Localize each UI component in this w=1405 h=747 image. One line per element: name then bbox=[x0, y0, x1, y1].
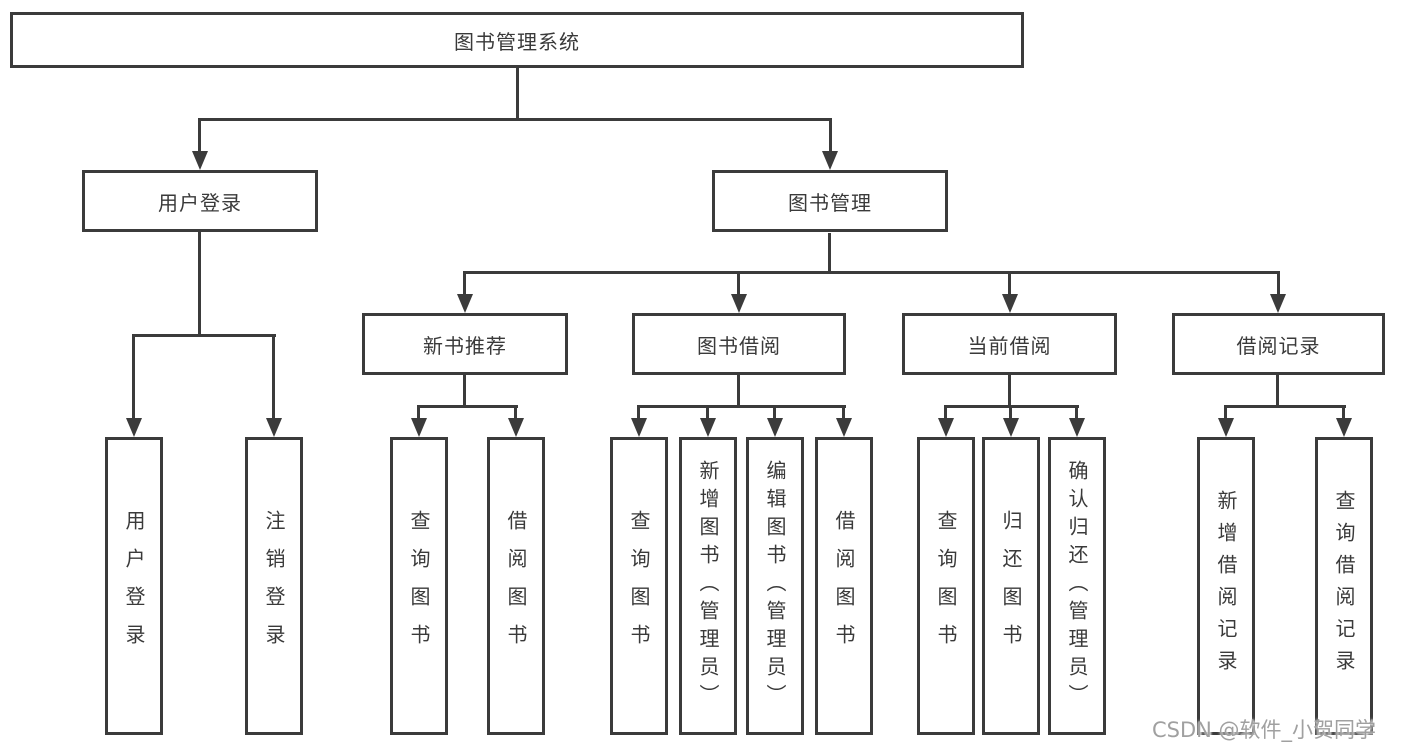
connector-to-user-login bbox=[198, 118, 201, 152]
node-current-borrowing: 当前借阅 bbox=[902, 313, 1117, 375]
arrow-down-icon bbox=[1270, 294, 1286, 313]
arrow-down-icon bbox=[938, 418, 954, 437]
connector-to-book-borrow bbox=[737, 271, 740, 297]
connector-drop bbox=[417, 405, 420, 419]
arrow-down-icon bbox=[731, 294, 747, 313]
arrow-down-icon bbox=[836, 418, 852, 437]
arrow-down-icon bbox=[457, 294, 473, 313]
connector-to-borrow-records bbox=[1277, 271, 1280, 297]
arrow-down-icon bbox=[767, 418, 783, 437]
arrow-down-icon bbox=[631, 418, 647, 437]
connector-user-login-stem bbox=[198, 232, 201, 337]
arrow-down-icon bbox=[1002, 294, 1018, 313]
connector-borrow-records-crossbar bbox=[1224, 405, 1346, 408]
arrow-down-icon bbox=[1336, 418, 1352, 437]
connector-book-mgmt-stem bbox=[828, 233, 831, 273]
arrow-down-icon bbox=[1003, 418, 1019, 437]
arrow-down-icon bbox=[1218, 418, 1234, 437]
connector-drop bbox=[944, 405, 947, 419]
node-leaf-query-books-current: 查询图书 bbox=[917, 437, 975, 735]
connector-to-current-borrow bbox=[1008, 271, 1011, 297]
arrow-down-icon bbox=[192, 151, 208, 170]
node-new-book-recommend: 新书推荐 bbox=[362, 313, 568, 375]
node-leaf-add-books-admin: 新增图书（管理员） bbox=[679, 437, 737, 735]
connector-root-crossbar bbox=[198, 118, 832, 121]
connector-root-stem bbox=[516, 68, 519, 120]
connector-book-borrow-crossbar bbox=[637, 405, 846, 408]
csdn-watermark: CSDN @软件_小贺同学 bbox=[1152, 718, 1377, 742]
arrow-down-icon bbox=[508, 418, 524, 437]
node-leaf-borrow-books-newbook: 借阅图书 bbox=[487, 437, 545, 735]
node-leaf-query-borrow-record: 查询借阅记录 bbox=[1315, 437, 1373, 735]
node-leaf-borrow-books-borrow: 借阅图书 bbox=[815, 437, 873, 735]
node-leaf-query-books-borrow: 查询图书 bbox=[610, 437, 668, 735]
node-book-management: 图书管理 bbox=[712, 170, 948, 232]
connector-drop bbox=[706, 405, 709, 419]
node-leaf-return-books: 归还图书 bbox=[982, 437, 1040, 735]
connector-to-leaf-logout bbox=[272, 334, 275, 420]
connector-borrow-records-stem bbox=[1276, 375, 1279, 408]
arrow-down-icon bbox=[411, 418, 427, 437]
connector-current-borrow-stem bbox=[1008, 375, 1011, 408]
connector-drop bbox=[1075, 405, 1078, 419]
node-user-login: 用户登录 bbox=[82, 170, 318, 232]
connector-drop bbox=[1009, 405, 1012, 419]
connector-drop bbox=[1224, 405, 1227, 419]
connector-book-borrow-stem bbox=[737, 375, 740, 408]
arrow-down-icon bbox=[700, 418, 716, 437]
connector-new-book-stem bbox=[463, 375, 466, 408]
connector-drop bbox=[637, 405, 640, 419]
connector-to-new-book-rec bbox=[463, 271, 466, 297]
connector-drop bbox=[1342, 405, 1345, 419]
node-book-borrowing: 图书借阅 bbox=[632, 313, 846, 375]
connector-drop bbox=[842, 405, 845, 419]
node-leaf-edit-books-admin: 编辑图书（管理员） bbox=[746, 437, 804, 735]
arrow-down-icon bbox=[822, 151, 838, 170]
connector-to-leaf-user-login bbox=[132, 334, 135, 420]
node-leaf-user-login: 用户登录 bbox=[105, 437, 163, 735]
arrow-down-icon bbox=[126, 418, 142, 437]
node-borrowing-records: 借阅记录 bbox=[1172, 313, 1385, 375]
connector-drop bbox=[773, 405, 776, 419]
connector-drop bbox=[514, 405, 517, 419]
arrow-down-icon bbox=[266, 418, 282, 437]
node-leaf-query-books-newbook: 查询图书 bbox=[390, 437, 448, 735]
connector-user-login-crossbar bbox=[132, 334, 276, 337]
node-leaf-logout: 注销登录 bbox=[245, 437, 303, 735]
node-leaf-confirm-return-admin: 确认归还（管理员） bbox=[1048, 437, 1106, 735]
connector-book-mgmt-crossbar bbox=[463, 271, 1280, 274]
arrow-down-icon bbox=[1069, 418, 1085, 437]
connector-to-book-mgmt bbox=[829, 118, 832, 152]
connector-new-book-crossbar bbox=[417, 405, 518, 408]
node-root-library-system: 图书管理系统 bbox=[10, 12, 1024, 68]
node-leaf-add-borrow-record: 新增借阅记录 bbox=[1197, 437, 1255, 735]
